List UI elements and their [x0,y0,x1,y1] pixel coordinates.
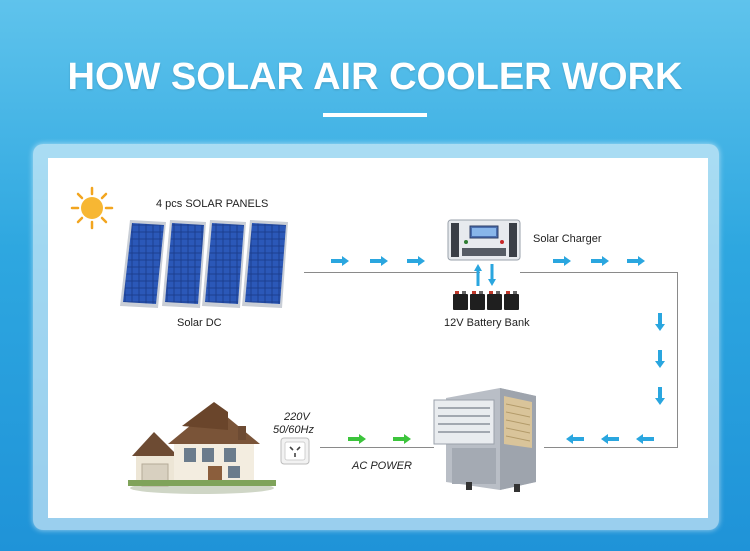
arrow-right-green-icon [393,434,411,444]
wire-charger-right [520,272,678,273]
arrow-right-green-icon [348,434,366,444]
voltage-label: 220V [284,411,310,423]
frequency-label: 50/60Hz [273,424,314,436]
arrow-down-icon [655,350,665,368]
arrow-left-icon [636,434,654,444]
ac-power-label: AC POWER [352,460,412,472]
house-icon [128,402,276,494]
wire-bottom-right [544,447,678,448]
arrow-down-icon [655,387,665,405]
solar-panels-icon [120,220,288,308]
arrow-left-icon [566,434,584,444]
panels-label: 4 pcs SOLAR PANELS [156,198,269,210]
battery-bank-label: 12V Battery Bank [444,317,530,329]
arrow-down-icon [655,313,665,331]
solar-dc-label: Solar DC [177,317,222,329]
wire-panels-to-charger [304,272,480,273]
arrow-right-icon [331,256,349,266]
arrow-right-icon [370,256,388,266]
air-cooler-icon [433,388,536,492]
solar-charger-label: Solar Charger [533,233,602,245]
sun-icon [70,186,114,230]
battery-bank-icon [453,291,519,310]
arrow-up-icon [474,264,482,286]
arrow-right-icon [591,256,609,266]
page-title: HOW SOLAR AIR COOLER WORK [67,56,683,98]
arrow-right-icon [553,256,571,266]
power-socket-icon [280,437,310,465]
arrow-right-icon [627,256,645,266]
arrow-right-icon [407,256,425,266]
title-underline [323,113,427,117]
wire-ac-power [320,447,434,448]
arrow-left-icon [601,434,619,444]
solar-charger-icon [447,219,521,261]
arrow-down-icon [488,264,496,286]
wire-right-vertical [677,272,678,448]
